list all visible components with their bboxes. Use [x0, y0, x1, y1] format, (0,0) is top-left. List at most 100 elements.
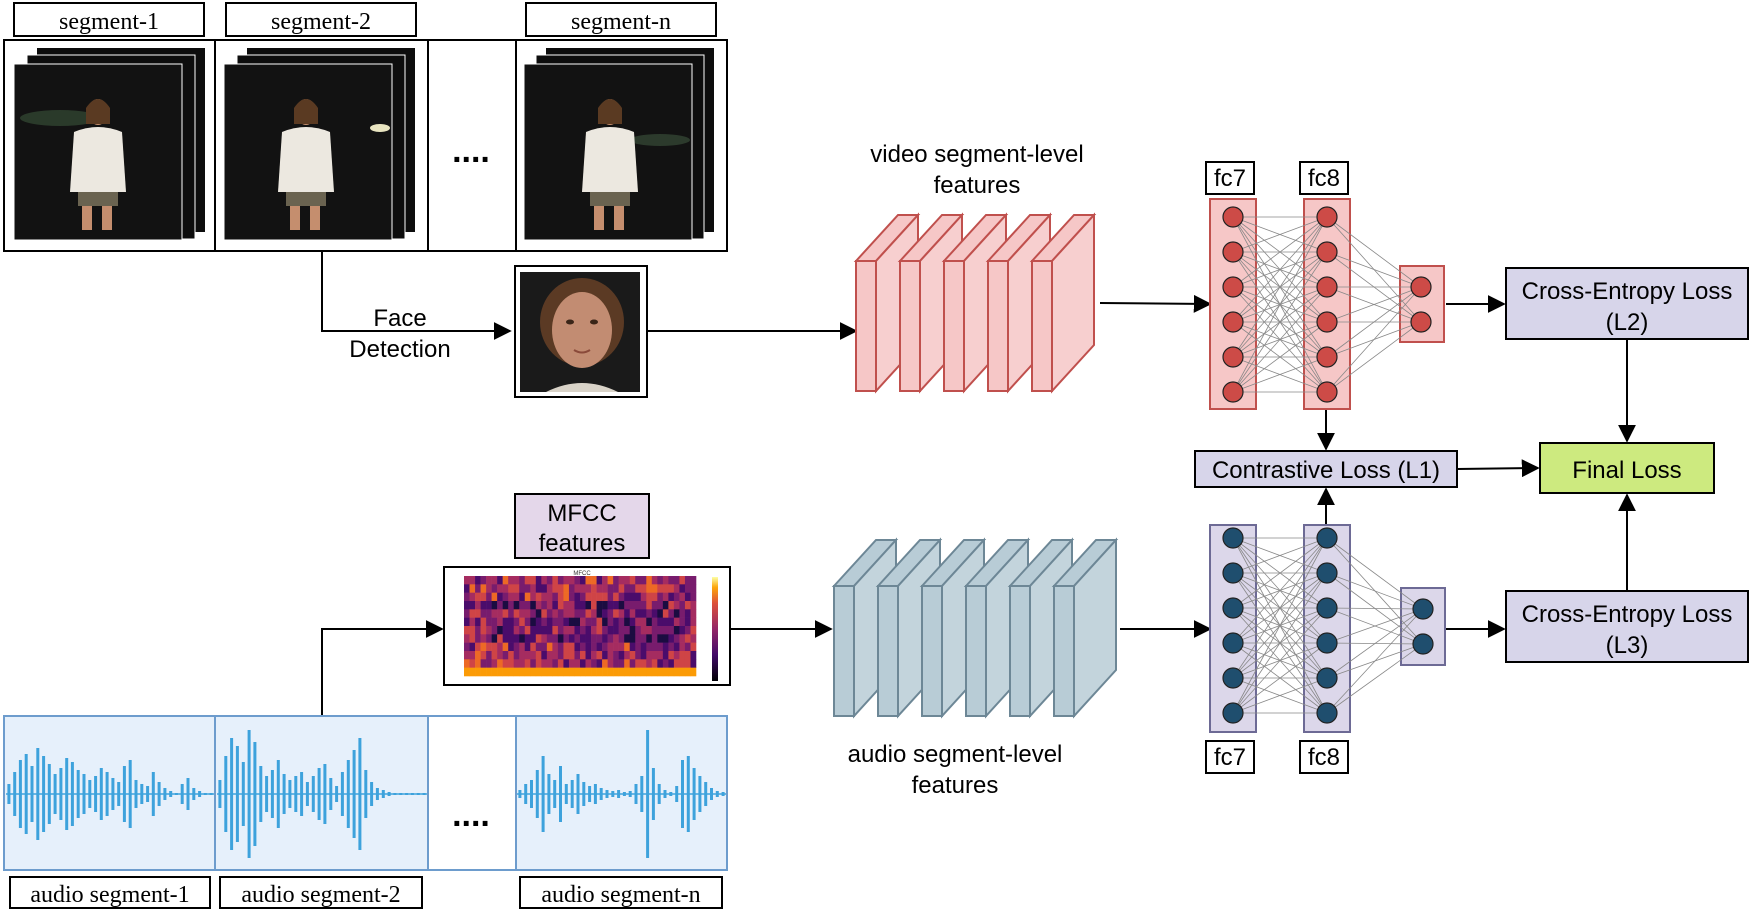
audio-net-node-2-0: [1412, 598, 1434, 620]
video-net-node-1-3: [1316, 311, 1338, 333]
audio-net-node-0-1: [1222, 562, 1244, 584]
audio-feature-blocks: audio segment-level features: [831, 537, 1212, 799]
contrastive-to-final-arrow: [1456, 459, 1540, 478]
video-net-node-2-0: [1410, 276, 1432, 298]
segment-label-box-n: [525, 2, 717, 37]
video-net-node-0-3: [1222, 311, 1244, 333]
segment-label-2: segment-2: [271, 9, 371, 35]
mfcc-label-box: [514, 493, 650, 559]
audio-fc8-label-box: [1299, 740, 1349, 774]
audio-panel-2: [216, 717, 427, 869]
segment-label-n: segment-n: [571, 9, 671, 35]
video-net-node-1-4: [1316, 346, 1338, 368]
mfcc-colorbar: [712, 577, 718, 681]
person-figure-icon: [278, 99, 334, 230]
face-detection-arrow: [321, 251, 512, 340]
video-net-node-0-0: [1222, 206, 1244, 228]
audio-panel-1: [5, 717, 215, 869]
face-detection-label-2: Detection: [349, 336, 450, 363]
video-fc7-label-box: [1205, 161, 1255, 195]
audio-net-fc8-layer: [1303, 524, 1351, 733]
audio-waveform-2: [217, 730, 427, 858]
audio-ellipsis: ....: [452, 796, 490, 834]
mfcc-plot-title: MFCC: [573, 571, 591, 577]
video-features-label-2: features: [934, 172, 1021, 199]
mfcc-heatmap: [464, 576, 697, 677]
video-frame-stack-n: [523, 48, 714, 241]
video-net-node-0-2: [1222, 276, 1244, 298]
segment-label-1: segment-1: [59, 9, 159, 35]
loss-section: Cross-Entropy Loss (L2) Contrastive Loss…: [1194, 267, 1749, 663]
mfcc-section: MFCC features MFCC: [321, 493, 833, 716]
audio-feature-block-6: [1051, 537, 1119, 719]
audio-segment-label-2: audio segment-2: [241, 882, 400, 908]
video-net-node-1-2: [1316, 276, 1338, 298]
ce-loss-video-label: Cross-Entropy Loss: [1522, 278, 1733, 305]
audio-features-label-2: features: [912, 772, 999, 799]
mfcc-label-1: MFCC: [547, 500, 616, 527]
final-loss-label: Final Loss: [1572, 457, 1681, 484]
final-loss-box: [1539, 442, 1715, 494]
audio-net-node-1-4: [1316, 667, 1338, 689]
video-fc7-label: fc7: [1214, 165, 1246, 192]
audio-net-node-1-1: [1316, 562, 1338, 584]
audio-net-node-1-3: [1316, 632, 1338, 654]
person-figure-icon: [582, 99, 638, 230]
audio-to-mfcc-arrow: [321, 620, 444, 716]
ce-loss-audio-subscript: (L3): [1606, 632, 1649, 659]
audio-net-fc7-layer: [1209, 524, 1257, 733]
video-net-node-1-0: [1316, 206, 1338, 228]
audio-net-node-1-2: [1316, 597, 1338, 619]
video-net-connections: [1232, 216, 1422, 393]
video-net-node-2-1: [1410, 311, 1432, 333]
audio-net-connections: [1232, 537, 1424, 714]
audio-network: [1209, 524, 1446, 733]
audio-panel-n: [516, 717, 726, 869]
video-feature-blocks: video segment-level features: [853, 141, 1212, 394]
audio-net-node-1-0: [1316, 527, 1338, 549]
video-network: [1209, 198, 1445, 410]
video-segment-strip: .... segment-1 segment-2 segment-n: [3, 2, 728, 252]
ce-loss-audio-label: Cross-Entropy Loss: [1522, 601, 1733, 628]
audio-segment-strip: .... audio segment-1 audio segment-2 aud…: [3, 715, 728, 909]
audio-fc7-label: fc7: [1214, 744, 1246, 771]
audio-net-node-0-3: [1222, 632, 1244, 654]
video-features-to-fc-arrow: [1099, 294, 1212, 313]
video-net-node-0-5: [1222, 381, 1244, 403]
audio-net-node-0-2: [1222, 597, 1244, 619]
video-frame-stack-2: [223, 48, 415, 241]
video-features-label-1: video segment-level: [870, 141, 1083, 168]
audio-net-node-1-5: [1316, 702, 1338, 724]
video-net-node-1-5: [1316, 381, 1338, 403]
audio-net-node-0-4: [1222, 667, 1244, 689]
audio-waveform-1: [6, 748, 214, 840]
ce-loss-audio-box: [1505, 590, 1749, 663]
video-ellipsis: ....: [452, 132, 490, 170]
audio-fc8-label: fc8: [1308, 744, 1340, 771]
face-detection-label-1: Face: [373, 305, 426, 332]
segment-label-box-2: [225, 2, 417, 37]
video-feature-block-5: [1029, 212, 1097, 394]
audio-fc7-label-box: [1205, 740, 1255, 774]
audio-segment-label-1: audio segment-1: [30, 882, 189, 908]
ce-loss-video-subscript: (L2): [1606, 309, 1649, 336]
video-fc8-label-box: [1299, 161, 1349, 195]
video-frame-stack-1: [13, 48, 205, 241]
face-crop-image: [514, 265, 648, 398]
video-net-node-1-1: [1316, 241, 1338, 263]
contrastive-loss-label: Contrastive Loss (L1): [1212, 457, 1440, 484]
audio-net-node-0-0: [1222, 527, 1244, 549]
mfcc-label-2: features: [539, 530, 626, 557]
video-net-node-0-4: [1222, 346, 1244, 368]
person-figure-icon: [70, 99, 126, 230]
audio-features-label-1: audio segment-level: [848, 741, 1063, 768]
segment-label-box-1: [13, 2, 205, 37]
audio-label-box-2: [219, 876, 423, 909]
audio-label-box-1: [9, 876, 211, 909]
audio-net-node-2-1: [1412, 633, 1434, 655]
face-detection-branch: Face Detection: [321, 251, 858, 398]
video-fc8-label: fc8: [1308, 165, 1340, 192]
audio-segment-label-n: audio segment-n: [541, 882, 700, 908]
audio-label-box-n: [519, 876, 723, 909]
